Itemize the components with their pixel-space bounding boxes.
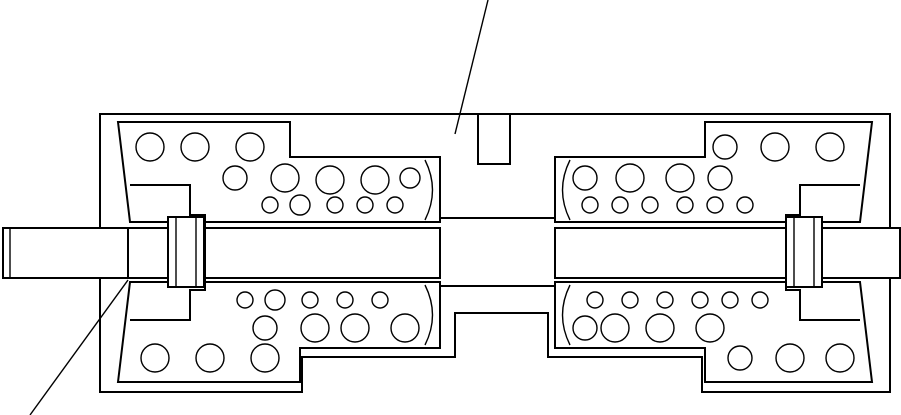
spring-coil [600,313,630,343]
spring-coil [736,196,754,214]
left-chamber-upper [116,121,441,223]
housing-outline [99,113,891,393]
leader-line-bottom [29,279,129,415]
spring-coil [235,132,265,162]
spring-coil [760,132,790,162]
spring-coil [586,291,604,309]
left-upper-arc [424,159,434,221]
spring-coil [656,291,674,309]
spring-coil [641,196,659,214]
spring-coil [727,345,753,371]
right-lower-arc [561,284,571,346]
spring-coil [261,196,279,214]
left-lower-arc [424,284,434,346]
spring-coil [775,343,805,373]
spring-coil [751,291,769,309]
left-chamber-lower [116,281,441,383]
spring-coil [264,289,286,311]
spring-coil [721,291,739,309]
spring-coils [135,132,855,373]
spring-coil [250,343,280,373]
spring-coil [386,196,404,214]
spring-coil [252,315,278,341]
spring-coil [645,313,675,343]
spring-coil [615,163,645,193]
spring-coil [611,196,629,214]
spring-coil [581,196,599,214]
spring-coil [336,291,354,309]
spring-coil [301,291,319,309]
spring-coil [815,132,845,162]
right-chamber-upper [554,121,874,223]
spring-coil [572,165,598,191]
spring-coil [712,134,738,160]
spring-coil [360,165,390,195]
spring-coil [289,194,311,216]
spring-coil [695,313,725,343]
spring-coil [270,163,300,193]
spring-coil [236,291,254,309]
left-nut [167,216,205,288]
spring-coil [390,313,420,343]
spring-coil [140,343,170,373]
spring-coil [572,315,598,341]
left-shaft-stub [2,227,129,279]
spring-coil [135,132,165,162]
spring-coil [706,196,724,214]
spring-coil [326,196,344,214]
leader-line-top [454,0,489,135]
top-slot [477,113,511,165]
spring-coil [707,165,733,191]
right-nut [785,216,823,288]
right-chamber-lower [554,281,874,383]
spring-coil [356,196,374,214]
spring-coil [222,165,248,191]
spring-coil [399,167,421,189]
spring-coil [371,291,389,309]
spring-coil [180,132,210,162]
spring-coil [825,343,855,373]
right-shaft [554,227,901,279]
spring-coil [315,165,345,195]
spring-coil [621,291,639,309]
spring-coil [195,343,225,373]
right-upper-arc [561,159,571,221]
spring-coil [340,313,370,343]
spring-coil [665,163,695,193]
spring-coil [676,196,694,214]
spring-coil [691,291,709,309]
spring-coil [300,313,330,343]
